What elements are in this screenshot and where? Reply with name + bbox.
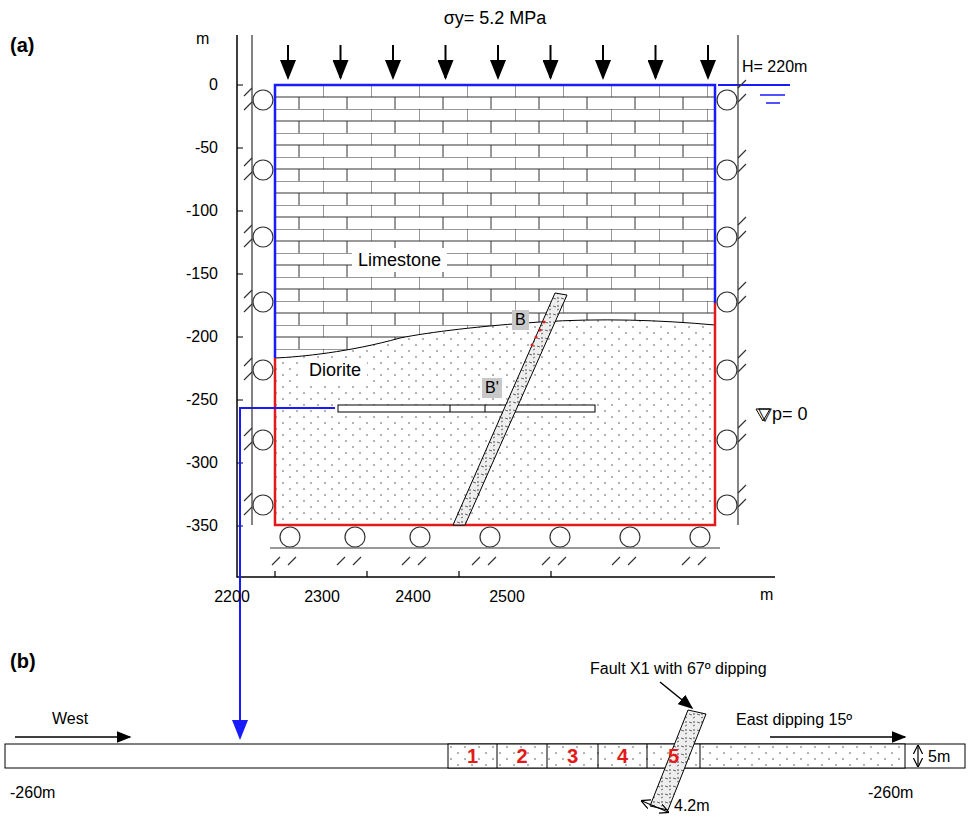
boundary-condition: ▽p= 0 (758, 404, 808, 424)
load-arrow (655, 45, 657, 78)
depth-tick: 0 (209, 76, 218, 94)
node-text: Diorite (309, 360, 361, 380)
x-tick: 2500 (489, 588, 525, 606)
depth-tick: -350 (186, 517, 218, 535)
direction-label: East dipping 15º (736, 711, 852, 729)
node-text: 3 (567, 745, 578, 767)
axis-unit: m (760, 586, 773, 604)
panel-letter: (b) (10, 650, 36, 672)
node-text: 2 (516, 745, 527, 767)
node-text: 4 (617, 745, 628, 767)
depth-tick: -250 (186, 391, 218, 409)
depth-tick: -200 (186, 328, 218, 346)
panel-letter: (a) (10, 34, 34, 56)
fault-label: Fault X1 with 67º dipping (590, 660, 767, 678)
load-arrow (392, 45, 394, 78)
x-tick: 2400 (395, 588, 431, 606)
x-tick: 2200 (214, 588, 250, 606)
tunnel-segment: 5 (647, 744, 700, 768)
dimension: 4.2m (674, 797, 710, 815)
load-arrow (602, 45, 604, 78)
axis-unit: m (196, 30, 209, 48)
node-text: Limestone (358, 250, 441, 270)
node-text: 5 (668, 745, 679, 767)
direction-label: West (52, 710, 88, 728)
load-arrow (707, 45, 709, 78)
load-arrow (340, 45, 342, 78)
point-label: B' (482, 378, 502, 398)
tunnel-segment: 3 (547, 744, 598, 768)
load-arrow (497, 45, 499, 78)
load-label: σy= 5.2 MPa (444, 8, 547, 28)
point-label: B (512, 310, 529, 330)
tunnel-segment: 2 (497, 744, 547, 768)
depth-tick: -300 (186, 454, 218, 472)
elevation: -260m (868, 784, 913, 802)
dimension: 5m (928, 748, 950, 766)
elevation: -260m (10, 784, 55, 802)
rock-layer-label: Limestone (352, 248, 447, 272)
load-arrow (550, 45, 552, 78)
x-tick: 2300 (304, 588, 340, 606)
load-arrow (445, 45, 447, 78)
node-text: 1 (467, 745, 478, 767)
depth-tick: -100 (186, 202, 218, 220)
tunnel-segment: 4 (598, 744, 647, 768)
rock-layer-label: Diorite (303, 358, 367, 382)
tunnel-segment: 1 (448, 744, 497, 768)
depth-tick: -150 (186, 265, 218, 283)
water-head: H= 220m (742, 58, 807, 76)
depth-tick: -50 (195, 139, 218, 157)
load-arrow (287, 45, 289, 78)
